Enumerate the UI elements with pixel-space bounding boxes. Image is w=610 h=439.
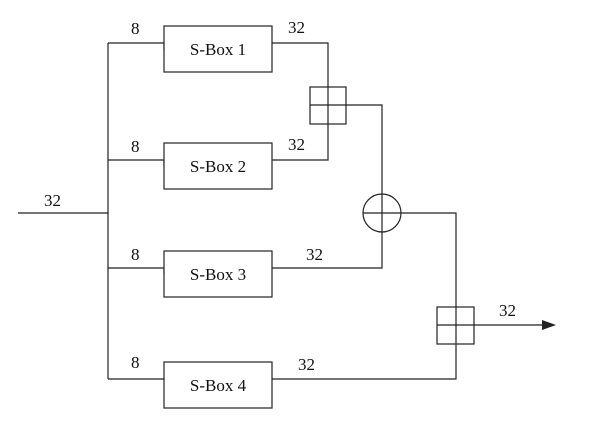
sbox-1: S-Box 1 [163,25,273,73]
sbox-2-output-wire [272,124,329,161]
sbox-1-label: S-Box 1 [190,40,246,59]
sbox-3-in-width: 8 [131,245,140,264]
output-width-label: 32 [499,301,516,320]
sbox-2: S-Box 2 [163,142,273,190]
sbox-4-out-width: 32 [298,355,315,374]
sbox-3-input-wire [108,267,165,274]
sbox-4-label: S-Box 4 [190,376,247,395]
sbox-1-output-wire [272,42,329,87]
sbox-1-input-wire [108,42,165,50]
sbox-4: S-Box 4 [163,361,273,409]
sbox-3: S-Box 3 [163,250,273,298]
addition-1-to-xor-wire [346,104,383,194]
sbox-1-in-width: 8 [131,19,140,38]
sbox-3-output-wire [272,232,383,269]
sbox-2-input-wire [108,159,165,166]
sbox-4-in-width: 8 [131,353,140,372]
modular-addition-2-icon [436,306,475,345]
input-width-label: 32 [44,191,61,210]
xor-to-addition-2-wire [401,212,457,307]
sbox-3-label: S-Box 3 [190,265,246,284]
sbox-4-output-wire [272,344,457,380]
sbox-3-out-width: 32 [306,245,323,264]
sbox-2-out-width: 32 [288,135,305,154]
modular-addition-1-icon [309,86,347,125]
output-arrow-icon [542,320,556,330]
sbox-2-label: S-Box 2 [190,157,246,176]
sbox-2-in-width: 8 [131,137,140,156]
sbox-1-out-width: 32 [288,18,305,37]
xor-icon [362,193,402,233]
